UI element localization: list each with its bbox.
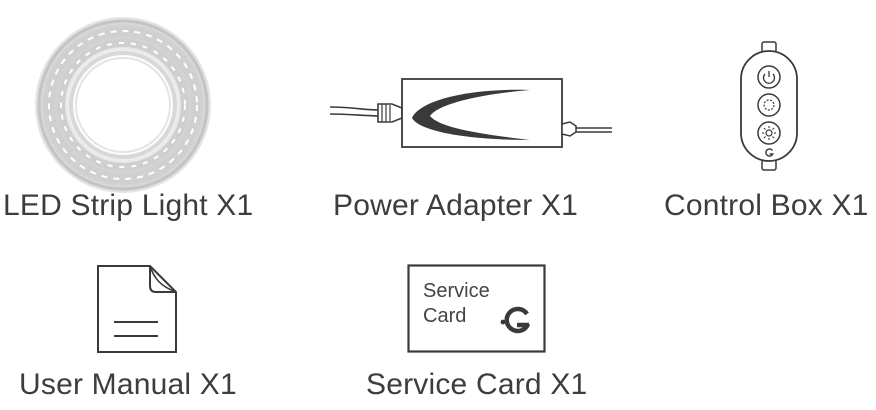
service-card-text-line1: Service [423,280,490,302]
control-box-item: Control Box X1 [650,0,876,240]
led-strip-light-label: LED Strip Light X1 [3,189,254,222]
power-adapter-label: Power Adapter X1 [333,189,579,222]
g-logo-icon [500,306,531,334]
led-strip-reel-icon [35,17,211,193]
service-card-icon: Service Card [407,264,546,353]
control-box-icon [740,41,798,171]
power-adapter-icon [329,78,612,148]
service-card-item: Service Card Service Card X1 [340,250,620,410]
power-adapter-item: Power Adapter X1 [320,0,620,240]
control-box-label: Control Box X1 [664,189,869,222]
user-manual-label: User Manual X1 [19,368,237,401]
led-strip-light-item: LED Strip Light X1 [0,0,260,240]
service-card-text-line2: Card [423,305,466,327]
user-manual-icon [97,265,177,353]
service-card-label: Service Card X1 [366,368,588,401]
user-manual-item: User Manual X1 [0,250,260,410]
